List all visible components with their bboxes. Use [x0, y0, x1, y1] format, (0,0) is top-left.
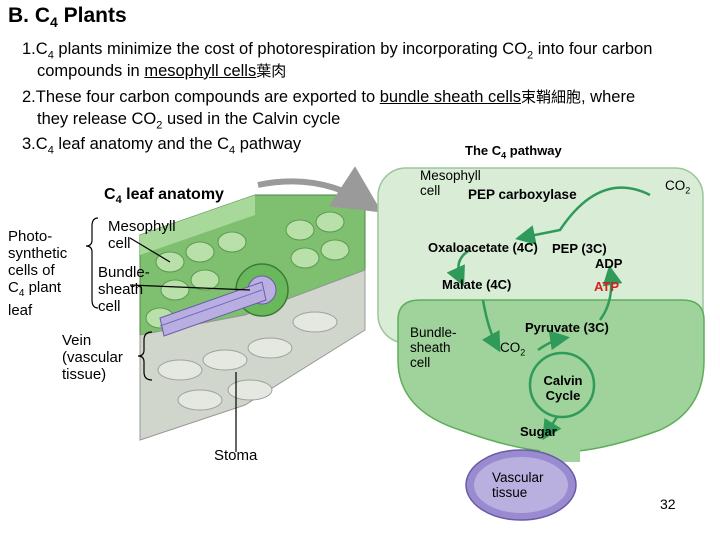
pyruvate-label: Pyruvate (3C): [525, 320, 609, 335]
pep-label: PEP (3C): [552, 241, 607, 256]
co2-in-label: CO2: [665, 178, 690, 199]
stoma-label: Stoma: [214, 447, 257, 464]
oxaloacetate-label: Oxaloacetate (4C): [428, 240, 538, 255]
vascular-tissue-label: Vascular tissue: [492, 470, 544, 500]
pep-carboxylase-label: PEP carboxylase: [468, 187, 577, 202]
sugar-label: Sugar: [520, 424, 557, 439]
vein-label: Vein (vascular tissue): [62, 332, 123, 383]
malate-label: Malate (4C): [442, 277, 511, 292]
mesophyll-cell-label: Mesophyll cell: [108, 218, 176, 252]
adp-label: ADP: [595, 256, 622, 271]
pathway-heading: The C4 pathway: [465, 143, 562, 164]
photosynthetic-cells-label: Photo- synthetic cells of C4 plant leaf: [8, 228, 67, 319]
bundle-sheath-label: Bundle- sheath cell: [98, 264, 150, 315]
anatomy-heading: C4 leaf anatomy: [104, 186, 224, 209]
calvin-cycle-label: Calvin Cycle: [540, 373, 586, 403]
atp-label: ATP: [594, 279, 619, 294]
page-number: 32: [660, 496, 676, 512]
pathway-bundle-sheath-label: Bundle- sheath cell: [410, 325, 457, 370]
co2-release-label: CO2: [500, 340, 525, 361]
